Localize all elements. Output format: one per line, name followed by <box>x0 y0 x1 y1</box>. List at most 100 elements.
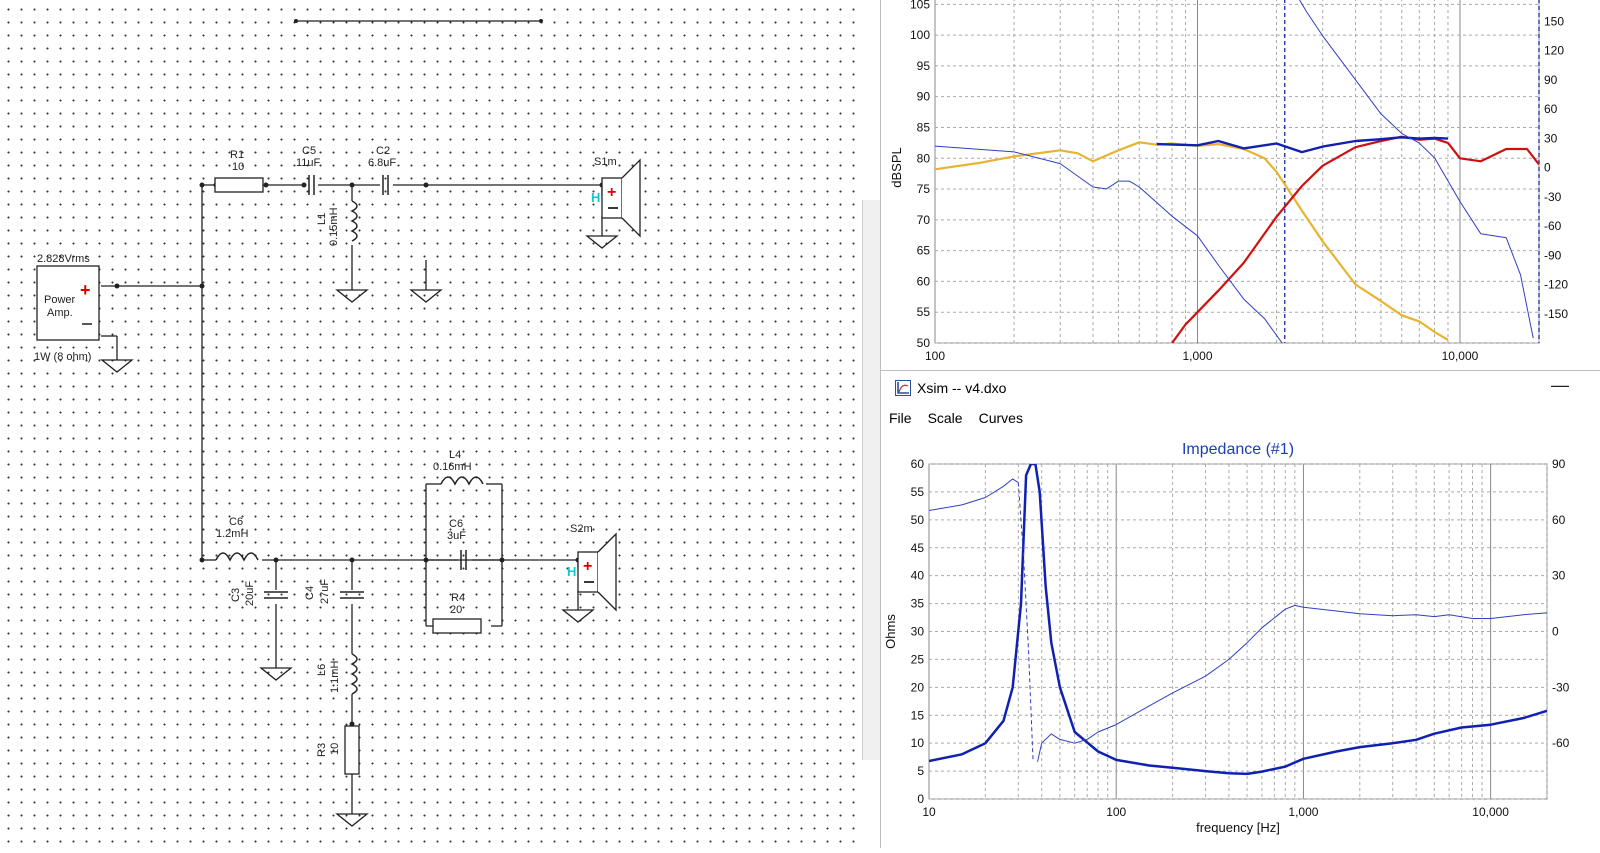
capacitor-c6[interactable]: C6 3uF <box>447 518 467 570</box>
y2-tick-label: 30 <box>1552 569 1566 583</box>
power-amp-symbol[interactable]: 2.828Vrms Power Amp. + 1W (8 ohm) <box>34 253 100 363</box>
l2-ref: C6 <box>229 516 243 528</box>
y-tick-label: 40 <box>911 569 925 583</box>
x-tick-label: 100 <box>925 349 945 363</box>
r3-ref: R3 <box>316 743 328 757</box>
menu-scale[interactable]: Scale <box>927 410 963 426</box>
menu-file[interactable]: File <box>889 410 912 426</box>
inductor-l2[interactable]: C6 1.2mH <box>215 516 259 562</box>
y-tick-label: 20 <box>911 680 925 694</box>
resistor-r4[interactable]: R4 20 <box>432 592 482 634</box>
y-tick-label: 10 <box>911 736 925 750</box>
c4-ref: C4 <box>304 586 316 600</box>
y2-tick-label: -30 <box>1544 190 1562 204</box>
y-tick-label: 90 <box>917 90 931 104</box>
resistor-r1[interactable]: R1 10 <box>214 149 264 193</box>
y2-tick-label: -60 <box>1544 219 1562 233</box>
series-group <box>935 0 1539 343</box>
amp-label-line2: Amp. <box>47 307 73 319</box>
l1-value: 0.15mH <box>328 207 340 246</box>
y-tick-label: 100 <box>910 28 930 42</box>
y-axis-label: Ohms <box>883 614 898 649</box>
capacitor-c3[interactable]: C3 20uF <box>230 581 288 606</box>
s1m-polarity: H <box>591 190 600 205</box>
y2-tick-label: -30 <box>1552 680 1570 694</box>
window-titlebar[interactable]: Xsim -- v4.dxo — <box>881 371 1600 405</box>
y2-tick-label: 30 <box>1544 131 1558 145</box>
y2-tick-label: 60 <box>1544 102 1558 116</box>
c6-ref: C6 <box>449 518 463 530</box>
schematic-scrollbar[interactable] <box>862 200 881 760</box>
minimize-button[interactable]: — <box>1551 375 1569 395</box>
x-tick-label: 1,000 <box>1288 805 1318 819</box>
inductor-l6[interactable]: L6 1.1mH <box>316 653 358 695</box>
c5-value: 11uF <box>296 157 321 169</box>
y-tick-label: 0 <box>917 792 924 806</box>
c3-ref: C3 <box>230 588 242 602</box>
ground-icon <box>409 289 443 303</box>
y-tick-label: 55 <box>911 485 925 499</box>
r3-value: 10 <box>329 743 341 755</box>
c4-value: 27uF <box>319 579 331 604</box>
y2-tick-label: 0 <box>1544 161 1551 175</box>
menu-bar: File Scale Curves <box>881 405 1600 431</box>
s1m-ref: S1m <box>594 156 617 168</box>
y-tick-label: 30 <box>911 625 925 639</box>
inductor-l4[interactable]: L4 0.16mH <box>433 449 484 486</box>
amp-label-line1: Power <box>44 294 76 306</box>
y-tick-label: 45 <box>911 541 925 555</box>
series-group <box>929 464 1547 776</box>
l4-ref: L4 <box>449 449 461 461</box>
capacitor-c4[interactable]: C4 27uF <box>304 579 364 604</box>
r4-ref: R4 <box>451 592 465 604</box>
xsim-app-icon <box>895 380 911 396</box>
series-line <box>1299 0 1534 339</box>
y-tick-label: 105 <box>910 0 930 11</box>
y2-tick-label: 90 <box>1544 73 1558 87</box>
l4-value: 0.16mH <box>433 461 472 473</box>
y2-tick-label: 150 <box>1544 14 1564 28</box>
inductor-l1[interactable]: L1 0.15mH <box>316 200 358 246</box>
c2-ref: C2 <box>376 145 390 157</box>
x-tick-label: 10 <box>922 805 936 819</box>
y2-tick-label: 120 <box>1544 44 1564 58</box>
ground-icon <box>100 359 134 373</box>
y-tick-label: 85 <box>917 120 931 134</box>
speaker-s2m[interactable]: + H S2m <box>567 523 617 612</box>
schematic-canvas[interactable]: 2.828Vrms Power Amp. + 1W (8 ohm) R1 10 … <box>0 0 862 847</box>
y-tick-label: 35 <box>911 597 925 611</box>
plot-area <box>934 0 1540 344</box>
y2-tick-label: -120 <box>1544 278 1568 292</box>
c5-ref: C5 <box>302 145 316 157</box>
y-tick-label: 65 <box>917 244 931 258</box>
source-power-label: 1W (8 ohm) <box>34 351 91 363</box>
c3-value: 20uF <box>244 581 256 606</box>
ground-icon <box>335 289 369 303</box>
l1-ref: L1 <box>316 213 328 225</box>
capacitor-c5[interactable]: C5 11uF <box>296 145 321 195</box>
l6-ref: L6 <box>316 664 328 676</box>
resistor-r3[interactable]: R3 10 <box>316 725 360 775</box>
series-line <box>935 141 1449 341</box>
ground-icon <box>335 813 369 827</box>
capacitor-c2[interactable]: C2 6.8uF <box>368 145 396 195</box>
y-tick-label: 95 <box>917 59 931 73</box>
r1-value: 10 <box>232 161 244 173</box>
s2m-ref: S2m <box>570 523 593 535</box>
y-tick-label: 80 <box>917 151 931 165</box>
y-axis-label: dBSPL <box>889 147 904 187</box>
series-line <box>929 478 1019 511</box>
y2-tick-label: -150 <box>1544 307 1568 321</box>
series-line <box>935 145 1283 343</box>
y-tick-label: 15 <box>911 708 925 722</box>
y-tick-label: 75 <box>917 182 931 196</box>
speaker-s1m[interactable]: + H S1m <box>591 156 641 238</box>
s2m-polarity: H <box>567 564 576 579</box>
ground-icon <box>259 667 293 681</box>
menu-curves[interactable]: Curves <box>978 410 1023 426</box>
y2-tick-label: -60 <box>1552 736 1570 750</box>
x-tick-label: 1,000 <box>1182 349 1212 363</box>
